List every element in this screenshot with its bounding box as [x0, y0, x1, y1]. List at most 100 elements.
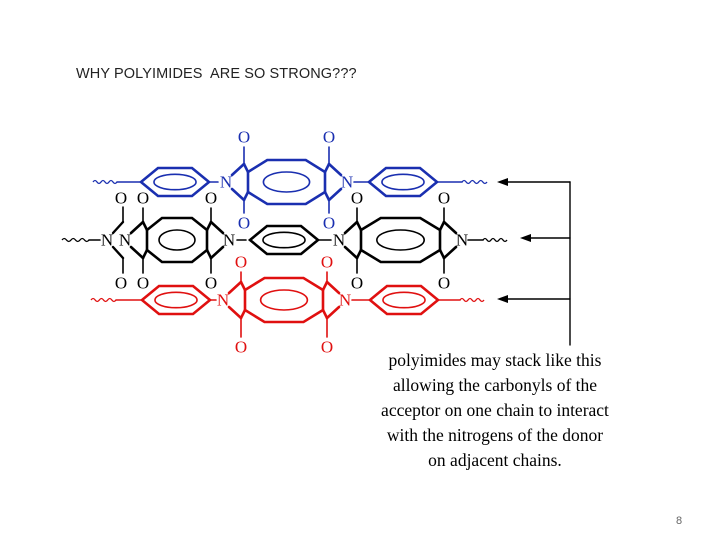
phenylene-ring: [367, 284, 441, 316]
nitrogen-label: N: [341, 173, 353, 192]
aromatic-circle: [262, 231, 306, 249]
bond: [141, 220, 149, 232]
bond: [442, 245, 458, 260]
nitrogen-label: N: [220, 173, 232, 192]
oxygen-label: O: [205, 274, 217, 293]
oxygen-label: O: [205, 189, 217, 208]
caption-line: acceptor on one chain to interact: [381, 400, 609, 420]
oxygen-label: O: [137, 274, 149, 293]
bond: [321, 308, 329, 320]
oxygen-label: O: [235, 253, 247, 272]
oxygen-label: O: [321, 338, 333, 357]
oxygen-label: O: [438, 274, 450, 293]
bond: [343, 245, 359, 260]
oxygen-label: O: [115, 189, 127, 208]
bond: [239, 280, 247, 292]
bond: [205, 248, 213, 260]
page-number: 8: [676, 515, 683, 527]
nitrogen-label: N: [101, 231, 113, 250]
central-benzene-ring: [246, 158, 327, 206]
bond: [209, 220, 225, 235]
bond: [242, 190, 250, 202]
nitrogen-label: N: [339, 291, 351, 310]
bond: [327, 187, 343, 202]
oxygen-label: O: [351, 189, 363, 208]
bond: [321, 280, 329, 292]
bond: [111, 245, 125, 260]
bond: [129, 245, 145, 260]
bond: [129, 220, 145, 235]
caption-line: allowing the carbonyls of the: [392, 375, 598, 395]
aromatic-circle: [259, 289, 309, 311]
bond: [323, 162, 331, 174]
central-benzene-ring: [359, 216, 442, 264]
phenylene-ring: [139, 284, 213, 316]
oxygen-label: O: [438, 189, 450, 208]
chain-end-squiggle: [90, 297, 117, 303]
bond: [227, 305, 243, 320]
aromatic-circle: [381, 173, 425, 191]
bond: [438, 248, 446, 260]
bond: [323, 190, 331, 202]
arrow-head: [497, 178, 508, 186]
arrow-head: [497, 295, 508, 303]
aromatic-circle: [154, 291, 198, 309]
aromatic-circle: [375, 229, 425, 251]
chain-end-squiggle: [459, 297, 485, 303]
arrow-head: [520, 234, 531, 242]
caption-line: with the nitrogens of the donor: [386, 425, 604, 445]
oxygen-label: O: [115, 274, 127, 293]
chain-end-squiggle: [92, 179, 118, 185]
bond: [442, 220, 458, 235]
oxygen-label: O: [235, 338, 247, 357]
bond: [111, 220, 125, 235]
bond: [239, 308, 247, 320]
chain-end-squiggle: [461, 179, 488, 185]
bond: [227, 280, 243, 295]
nitrogen-label: N: [456, 231, 468, 250]
oxygen-label: O: [323, 214, 335, 233]
nitrogen-label: N: [333, 231, 345, 250]
bond: [327, 162, 343, 177]
pointer-arrows: [497, 178, 571, 346]
bond: [230, 187, 246, 202]
nitrogen-label: N: [217, 291, 229, 310]
aromatic-circle: [158, 229, 196, 251]
phenylene-ring: [247, 224, 321, 256]
aromatic-circle: [382, 291, 426, 309]
aromatic-circle: [262, 171, 311, 193]
bond: [325, 280, 341, 295]
central-benzene-ring: [145, 216, 209, 264]
nitrogen-label: N: [119, 231, 131, 250]
diagram-caption: polyimides may stack like this allowing …: [375, 348, 615, 473]
left-diimide-core: N N O O O O: [119, 189, 235, 293]
bond: [325, 305, 341, 320]
caption-line: polyimides may stack like this: [388, 350, 602, 370]
phenylene-ring: [138, 166, 212, 198]
bond: [355, 248, 363, 260]
slide-title: WHY POLYIMIDES ARE SO STRONG???: [76, 66, 357, 82]
right-diimide-core: N N O O O O: [333, 189, 468, 293]
chain-end-squiggle: [482, 237, 508, 243]
phenylene-ring: [366, 166, 440, 198]
bond: [343, 220, 359, 235]
oxygen-label: O: [323, 128, 335, 147]
bond: [242, 162, 250, 174]
bond: [438, 220, 446, 232]
bond: [230, 162, 246, 177]
bond: [209, 245, 225, 260]
aromatic-circle: [153, 173, 197, 191]
oxygen-label: O: [351, 274, 363, 293]
bond: [205, 220, 213, 232]
caption-line: on adjacent chains.: [428, 450, 562, 470]
bond: [141, 248, 149, 260]
chain-end-squiggle: [61, 237, 90, 243]
nitrogen-label: N: [223, 231, 235, 250]
bond: [355, 220, 363, 232]
oxygen-label: O: [137, 189, 149, 208]
